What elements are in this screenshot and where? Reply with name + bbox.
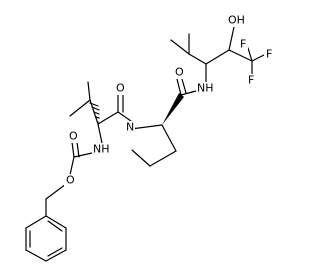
bond [87, 81, 91, 101]
bond [45, 215, 67, 229]
bond [25, 215, 47, 229]
bond [71, 141, 75, 158]
bond [97, 111, 119, 125]
bond [47, 247, 63, 257]
bond [181, 78, 187, 94]
carbamate-o-carbonyl-label: O [69, 130, 78, 143]
carbamate-nh-label: NH [93, 143, 110, 156]
amide-o-left-label: O [116, 82, 125, 95]
bond [188, 53, 207, 65]
bond [131, 149, 151, 167]
bond [45, 249, 67, 262]
bond [76, 141, 80, 158]
amide-o-right-label: O [175, 66, 184, 79]
bond [205, 49, 230, 65]
bond [161, 124, 177, 152]
bond [247, 47, 253, 62]
carbamate-o-ester-label: O [66, 174, 75, 187]
bond [47, 220, 63, 232]
fluorine-top-right-label: F [266, 48, 272, 61]
bond [228, 49, 253, 62]
bond [117, 111, 132, 122]
bond [69, 156, 75, 176]
bond [149, 150, 177, 167]
bond [180, 90, 197, 96]
wedge-bond [162, 93, 184, 125]
bond [25, 249, 47, 262]
bond-layer [25, 26, 265, 262]
stereo-bond-layer [89, 93, 184, 125]
bond [170, 39, 190, 55]
bond [228, 26, 235, 51]
bond [176, 78, 182, 96]
bond [130, 124, 163, 130]
fluorine-top-left-label: F [240, 38, 246, 51]
bond [45, 183, 67, 200]
bond [69, 99, 91, 117]
fluorine-bottom-label: F [248, 74, 254, 87]
hydroxyl-label: OH [228, 14, 245, 27]
atom-label-layer: OH F F F NH O O N NH O O [64, 14, 274, 187]
chemical-structure: OH F F F NH O O N NH O O [25, 14, 274, 262]
bond [73, 152, 93, 158]
amide-nh-right-label: NH [197, 82, 214, 95]
bond [97, 123, 103, 144]
proline-n-label: N [126, 121, 134, 134]
hashed-wedge-bond [89, 102, 100, 125]
bond [251, 54, 265, 62]
